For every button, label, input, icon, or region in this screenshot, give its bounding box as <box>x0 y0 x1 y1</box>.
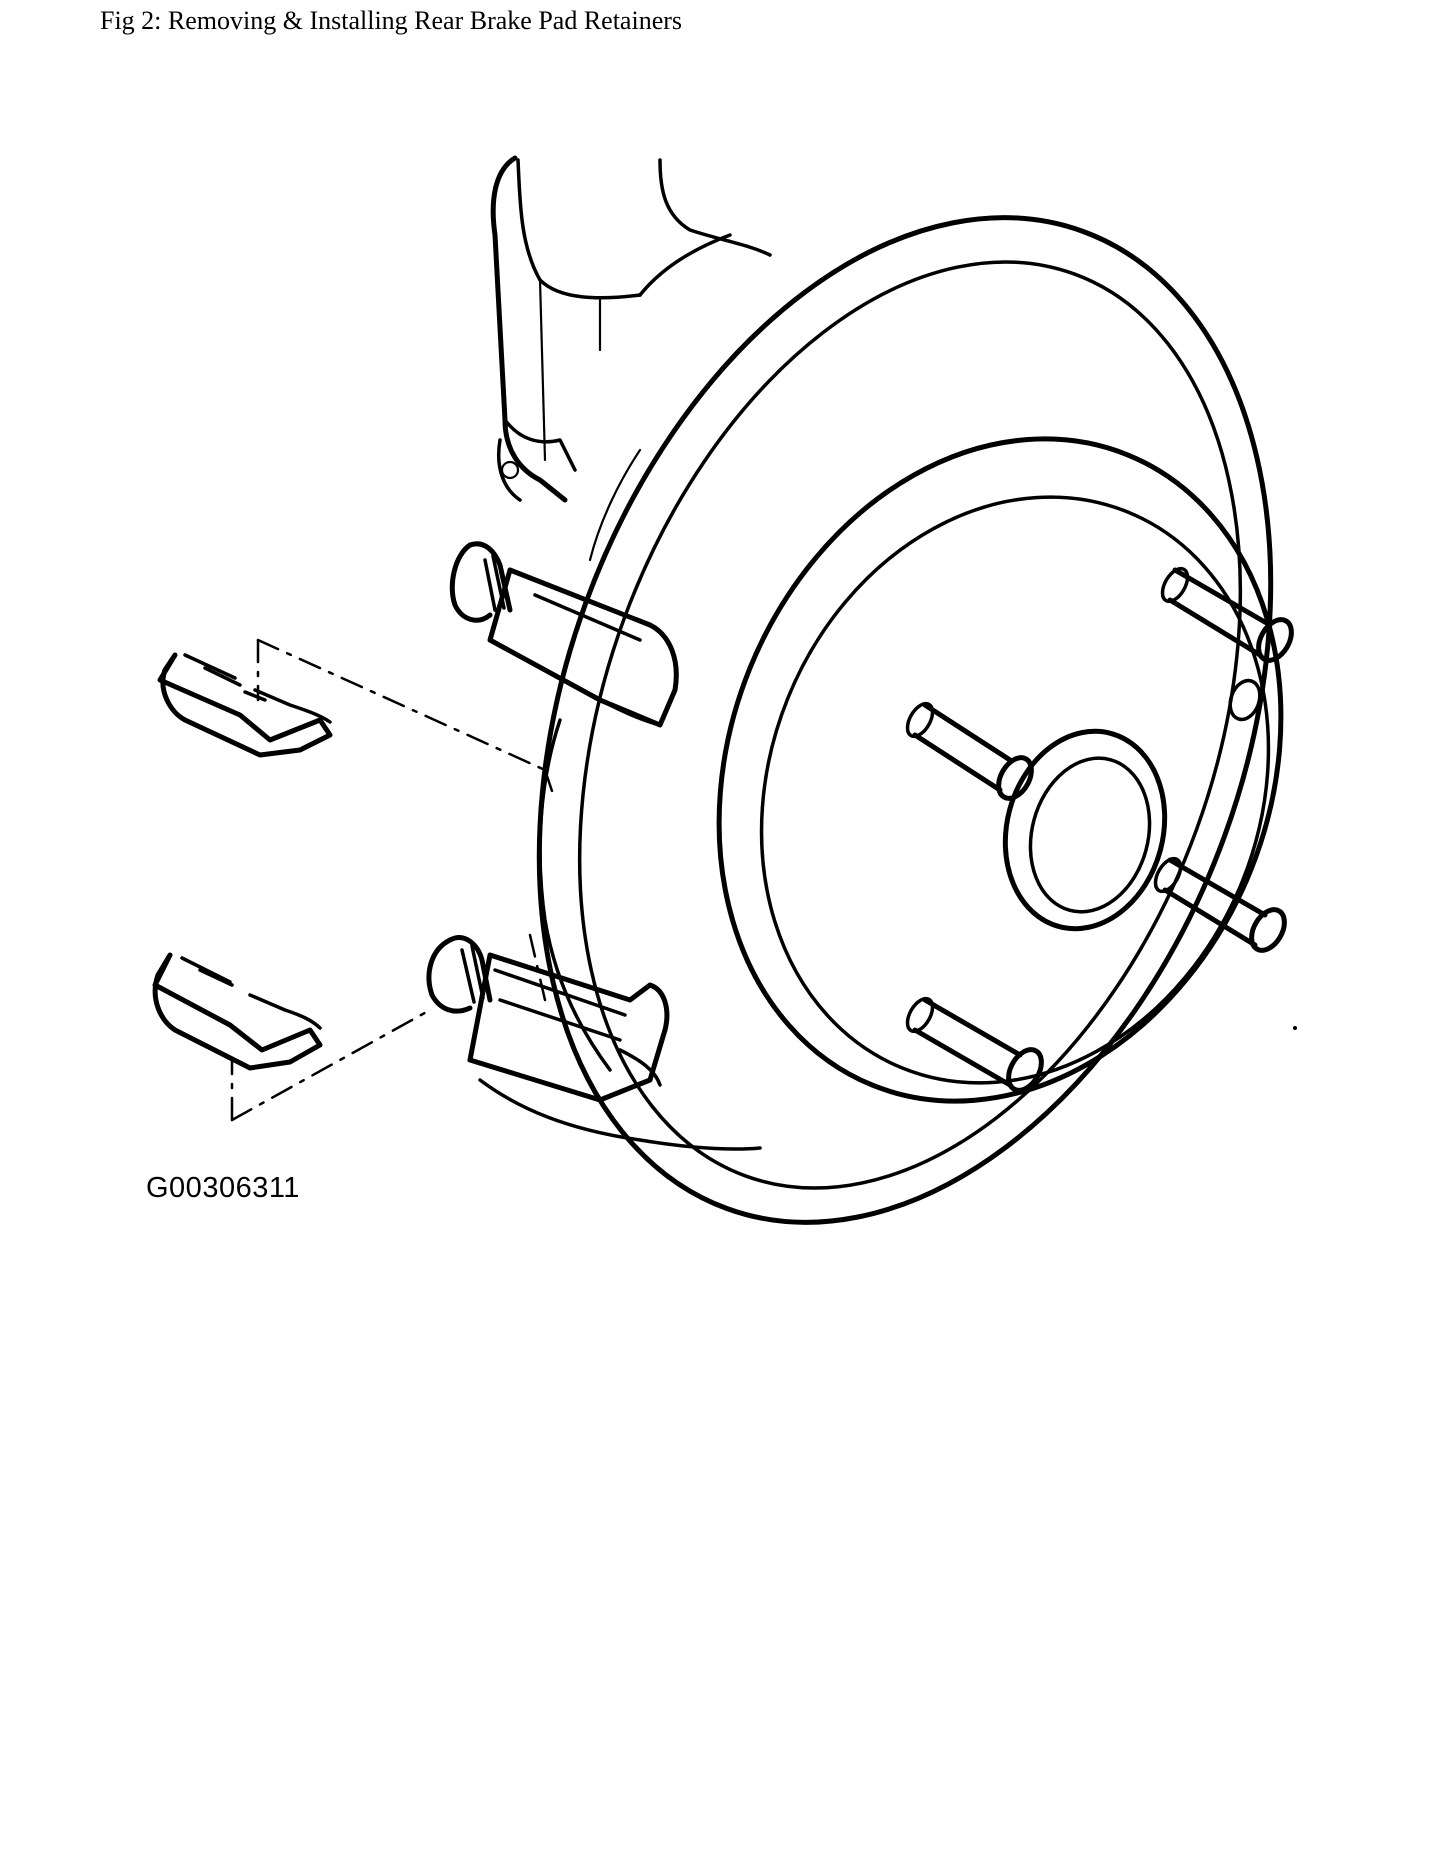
figure-caption: Fig 2: Removing & Installing Rear Brake … <box>100 6 683 35</box>
upper-caliper-abutment <box>449 541 679 728</box>
upper-pad-retainer <box>157 652 333 758</box>
backing-plate <box>538 448 642 1072</box>
strut-knuckle <box>490 155 772 503</box>
installation-guide-lines <box>230 638 557 1122</box>
lower-caliper-abutment <box>426 935 762 1151</box>
wheel-studs <box>905 566 1297 1093</box>
rotor-hub <box>716 436 1284 1104</box>
figure-code: G00306311 <box>146 1172 300 1204</box>
brake-rotor <box>536 215 1274 1225</box>
lower-pad-retainer <box>152 952 323 1071</box>
brake-assembly-illustration <box>152 155 1297 1225</box>
